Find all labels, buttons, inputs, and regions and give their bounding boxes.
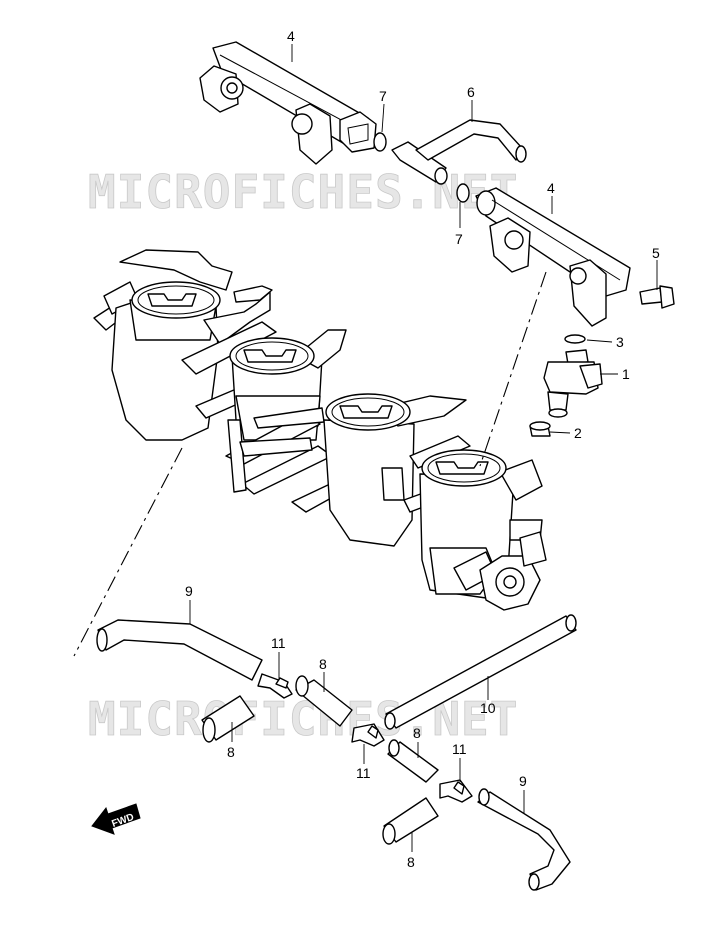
hose-8d [382, 797, 439, 845]
hose-9-upper [96, 619, 263, 681]
callout-8-bottom: 8 [407, 854, 415, 870]
callout-6: 6 [467, 84, 475, 100]
union-11a [257, 673, 293, 699]
throttle-body-assembly [93, 249, 547, 611]
union-11b [351, 723, 385, 747]
callout-10: 10 [480, 700, 496, 716]
hose-9-lower [477, 788, 571, 891]
fuel-rail-upper [199, 41, 377, 165]
hose-8b [295, 675, 353, 727]
o-ring-upper [373, 132, 387, 152]
o-ring-lower [456, 183, 470, 203]
callout-2: 2 [574, 425, 582, 441]
o-ring-injector [564, 334, 586, 344]
watermark-bottom: MICROFICHES.NET [88, 692, 518, 746]
seal [529, 421, 551, 437]
injector-leader-dash [479, 271, 547, 467]
hose-8a [201, 695, 255, 743]
callout-5: 5 [652, 245, 660, 261]
callout-9-upper: 9 [185, 583, 193, 599]
bolt [639, 285, 675, 309]
callout-3: 3 [616, 334, 624, 350]
callout-1: 1 [622, 366, 630, 382]
callout-leaders [189, 44, 658, 852]
fuel-pipe [391, 119, 527, 185]
callout-8-left: 8 [227, 744, 235, 760]
hose-10 [384, 614, 577, 730]
hose-8c [387, 739, 439, 783]
fuel-rail-lower [475, 187, 631, 327]
fuel-injector [543, 349, 603, 418]
forward-arrow-icon: FWD [91, 803, 141, 835]
callout-11-lower: 11 [452, 741, 467, 757]
callout-4-lower: 4 [547, 180, 555, 196]
callout-8-center: 8 [319, 656, 327, 672]
callout-11-upper: 11 [271, 635, 286, 651]
callout-7-lower: 7 [455, 231, 463, 247]
callout-11-middle: 11 [356, 765, 371, 781]
callout-7-upper: 7 [379, 88, 387, 104]
callout-8-right: 8 [413, 725, 421, 741]
hose-leader-dash [73, 447, 183, 657]
watermark-top: MICROFICHES.NET [88, 165, 518, 219]
union-11c [439, 779, 473, 803]
callout-4-upper: 4 [287, 28, 295, 44]
callout-9-lower: 9 [519, 773, 527, 789]
